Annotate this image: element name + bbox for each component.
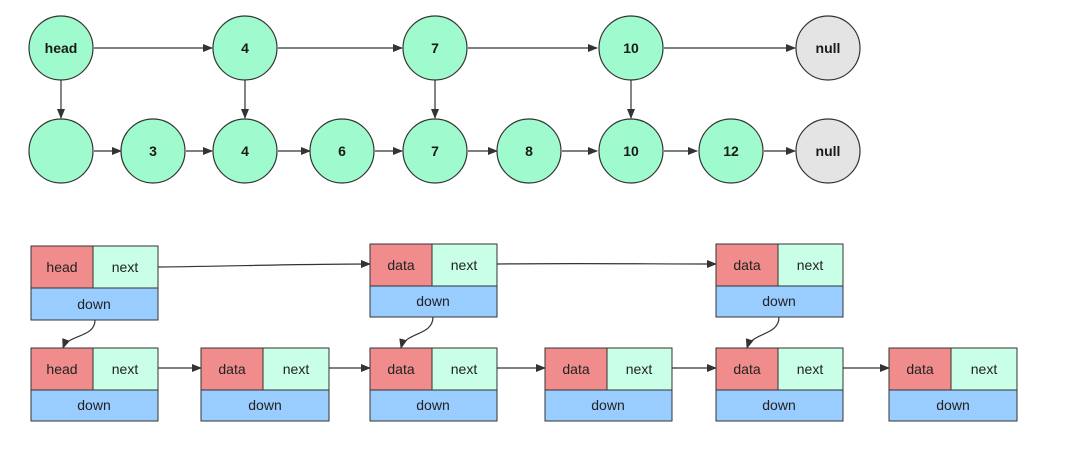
next-cell-label: next — [797, 257, 824, 273]
top-node-head-label: head — [45, 40, 78, 56]
bottom-node-4: 4 — [212, 118, 278, 184]
bottom-node-8: 8 — [496, 118, 562, 184]
struct-node-bottom-4: data next down — [715, 347, 844, 422]
down-cell-label: down — [416, 293, 449, 309]
down-cell-label: down — [762, 397, 795, 413]
bottom-node-4-label: 4 — [241, 143, 249, 159]
next-cell-label: next — [283, 361, 310, 377]
bottom-node-null-label: null — [816, 143, 841, 159]
struct-node-top-1: data next down — [369, 243, 498, 318]
down-cell-label: down — [248, 397, 281, 413]
next-cell-label: next — [626, 361, 653, 377]
bottom-node-3: 3 — [120, 118, 186, 184]
struct-node-top-2: data next down — [715, 243, 844, 318]
top-node-7-label: 7 — [431, 40, 439, 56]
struct-skiplist: head next down data next down data next … — [30, 243, 1018, 422]
data-cell-label: data — [218, 361, 245, 377]
bottom-node-10: 10 — [598, 118, 664, 184]
down-cell-label: down — [77, 397, 110, 413]
struct-node-bottom-5: data next down — [888, 347, 1018, 422]
down-cell-label: down — [77, 296, 110, 312]
circle-skiplist: head 4 7 10 null 3 4 — [28, 15, 861, 184]
struct-node-top-0: head next down — [30, 245, 159, 321]
top-node-10: 10 — [598, 15, 664, 81]
top-node-head: head — [28, 15, 94, 81]
next-cell-label: next — [451, 257, 478, 273]
down-cell-label: down — [762, 293, 795, 309]
next-cell-label: next — [112, 361, 139, 377]
struct-node-bottom-3: data next down — [544, 347, 673, 422]
bottom-node-null: null — [795, 118, 861, 184]
bottom-node-3-label: 3 — [149, 143, 157, 159]
data-cell-label: data — [387, 257, 414, 273]
bottom-node-7: 7 — [402, 118, 468, 184]
top-node-10-label: 10 — [623, 40, 639, 56]
bottom-node-8-label: 8 — [525, 143, 533, 159]
struct-edge-down-0 — [62, 319, 96, 349]
top-node-null-label: null — [816, 40, 841, 56]
down-cell-label: down — [591, 397, 624, 413]
top-node-null: null — [795, 15, 861, 81]
data-cell-label: data — [733, 257, 760, 273]
bottom-node-10-label: 10 — [623, 143, 639, 159]
struct-edge-down-1 — [399, 316, 434, 349]
next-cell-label: next — [451, 361, 478, 377]
bottom-node-7-label: 7 — [431, 143, 439, 159]
data-cell-label: head — [46, 361, 77, 377]
next-cell-label: next — [797, 361, 824, 377]
down-cell-label: down — [936, 397, 969, 413]
next-cell-label: next — [112, 259, 139, 275]
data-cell-label: data — [906, 361, 933, 377]
top-node-4-label: 4 — [241, 40, 249, 56]
bottom-node-6-label: 6 — [338, 143, 346, 159]
down-cell-label: down — [416, 397, 449, 413]
bottom-node-12-label: 12 — [723, 143, 739, 159]
next-cell-label: next — [971, 361, 998, 377]
data-cell-label: data — [387, 361, 414, 377]
bottom-node-6: 6 — [309, 118, 375, 184]
top-node-7: 7 — [402, 15, 468, 81]
struct-edge-down-2 — [745, 316, 780, 349]
top-node-4: 4 — [212, 15, 278, 81]
struct-node-bottom-2: data next down — [369, 347, 498, 422]
data-cell-label: data — [562, 361, 589, 377]
data-cell-label: head — [46, 259, 77, 275]
bottom-node-12: 12 — [698, 118, 764, 184]
struct-node-bottom-0: head next down — [30, 347, 159, 422]
struct-edge-top-0-1 — [157, 260, 371, 269]
data-cell-label: data — [733, 361, 760, 377]
struct-node-bottom-1: data next down — [200, 347, 330, 422]
bottom-node-head — [28, 118, 94, 184]
